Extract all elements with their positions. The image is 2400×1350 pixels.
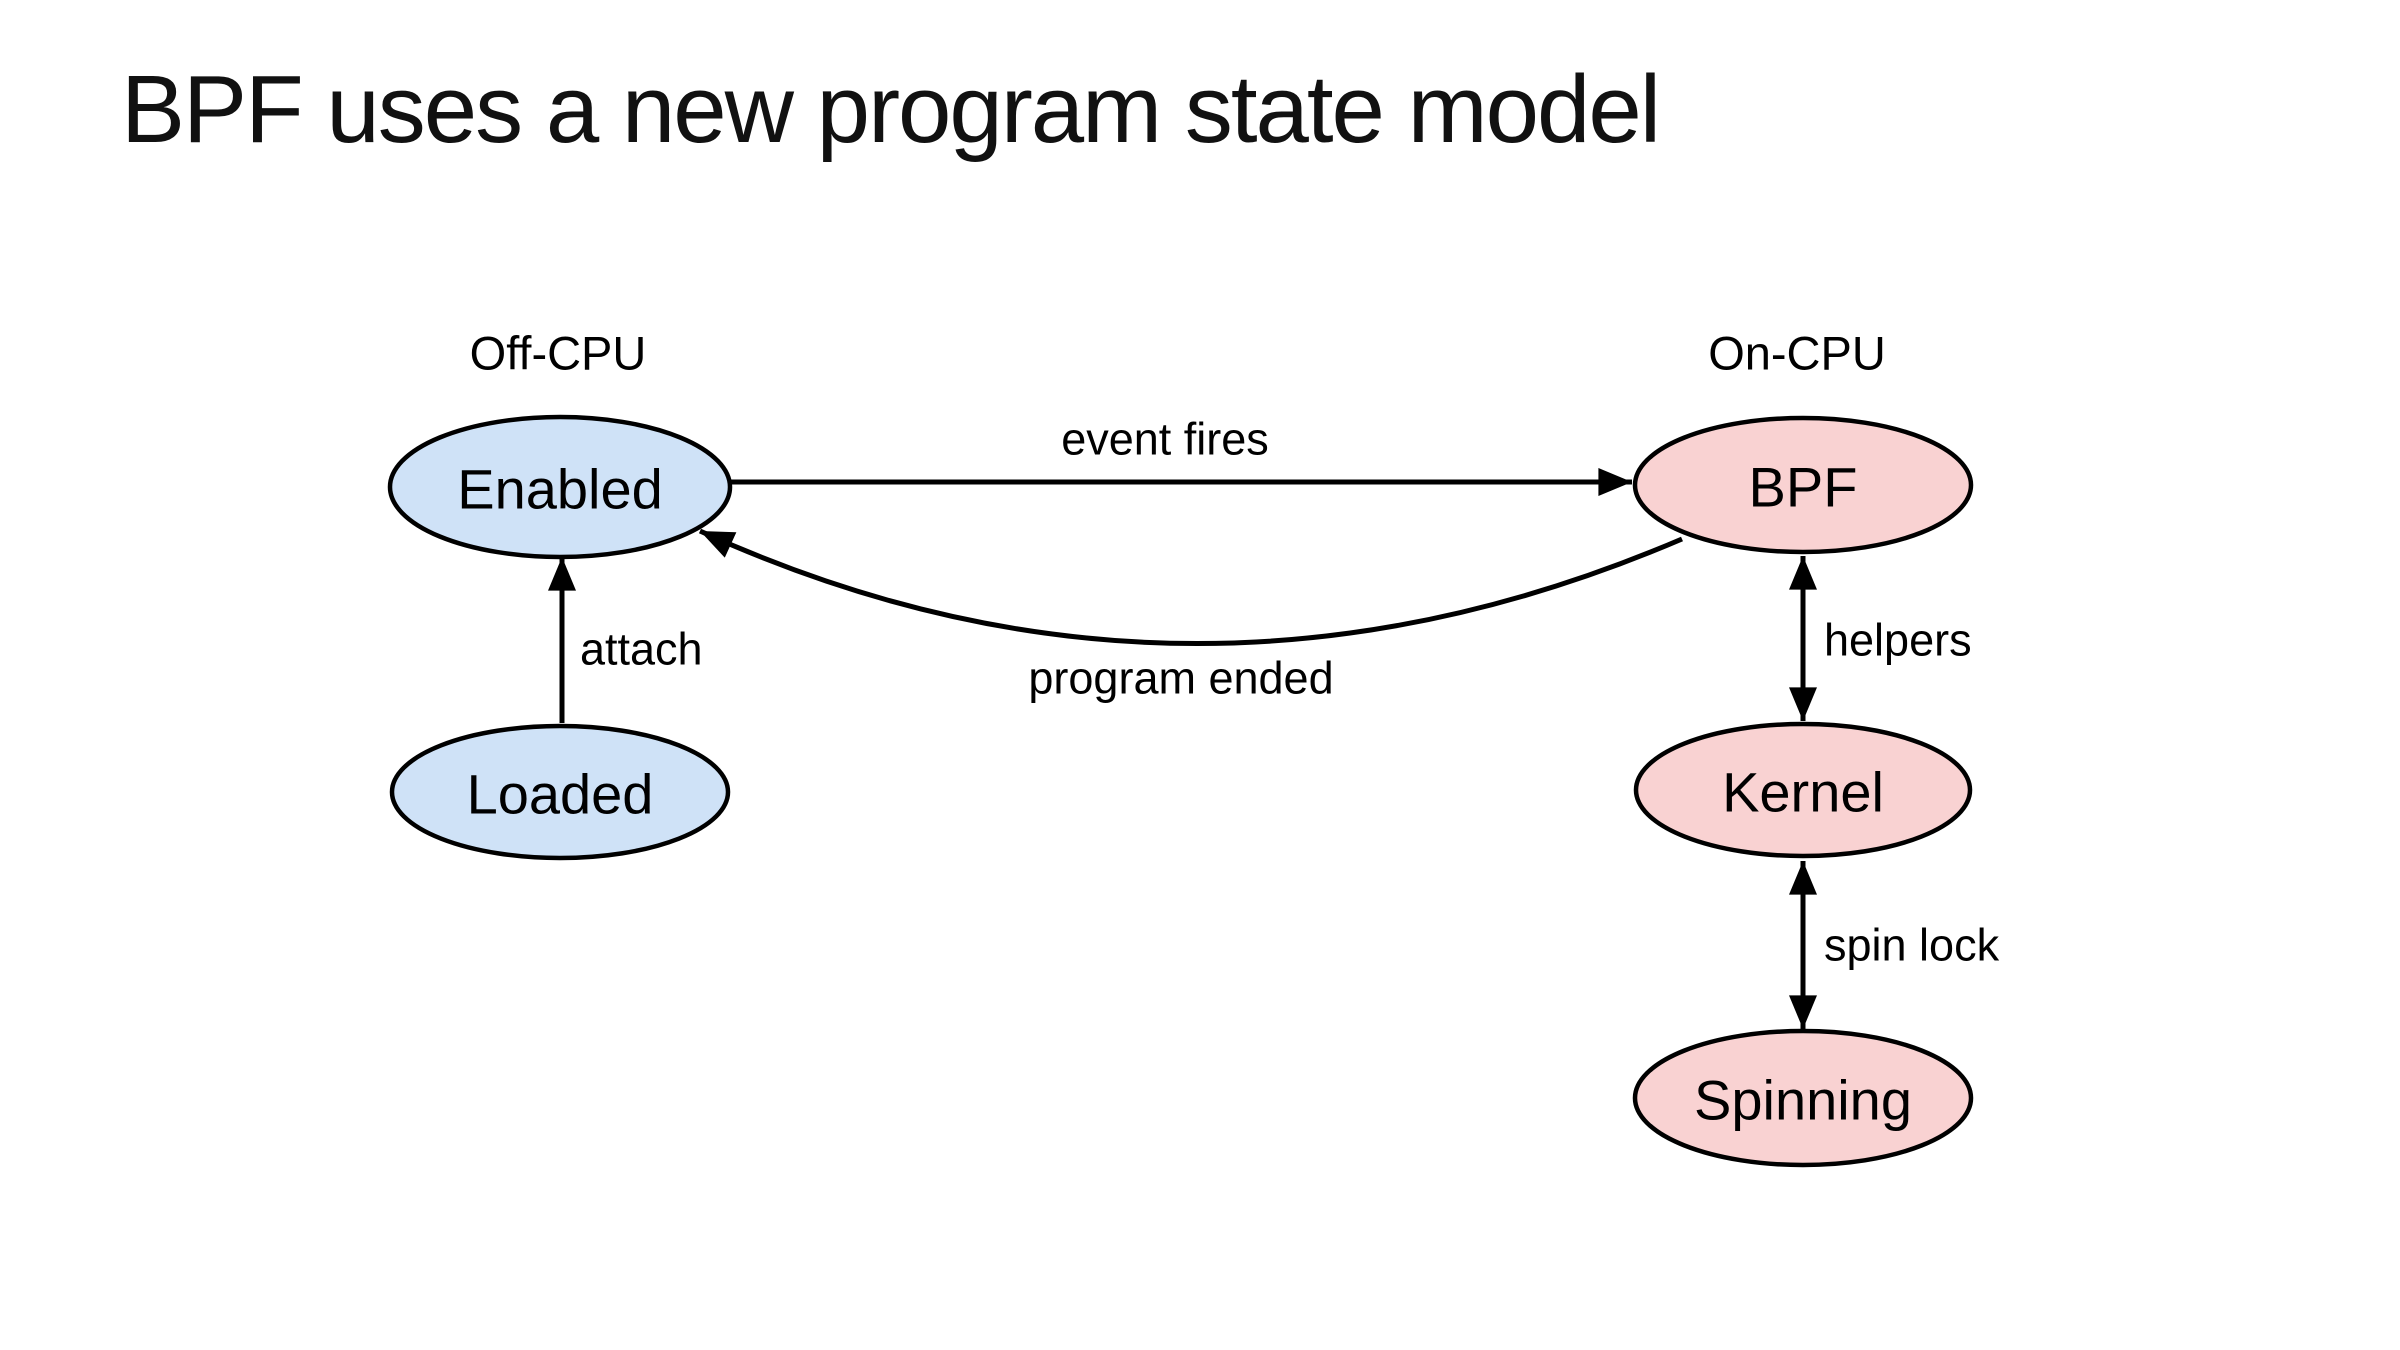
region-label-off-cpu: Off-CPU xyxy=(470,327,647,380)
node-bpf-label: BPF xyxy=(1749,456,1858,519)
node-kernel xyxy=(1633,721,1973,859)
edge-program-ended-label: program ended xyxy=(1028,653,1333,704)
node-loaded-label: Loaded xyxy=(467,763,654,826)
edge-spin-lock-label: spin lock xyxy=(1824,920,2000,971)
node-loaded xyxy=(389,723,731,861)
region-label-on-cpu: On-CPU xyxy=(1708,327,1886,380)
edge-event-fires-label: event fires xyxy=(1061,414,1269,465)
node-bpf xyxy=(1632,415,1974,555)
edge-attach-label: attach xyxy=(580,624,703,675)
edge-program-ended-arrow xyxy=(698,528,1683,647)
node-kernel-label: Kernel xyxy=(1722,761,1884,824)
node-spinning xyxy=(1632,1028,1974,1168)
node-enabled xyxy=(387,414,733,560)
node-enabled-label: Enabled xyxy=(457,458,663,521)
node-spinning-label: Spinning xyxy=(1694,1069,1912,1132)
edge-helpers-label: helpers xyxy=(1824,615,1972,666)
slide-title: BPF uses a new program state model xyxy=(121,56,1661,163)
